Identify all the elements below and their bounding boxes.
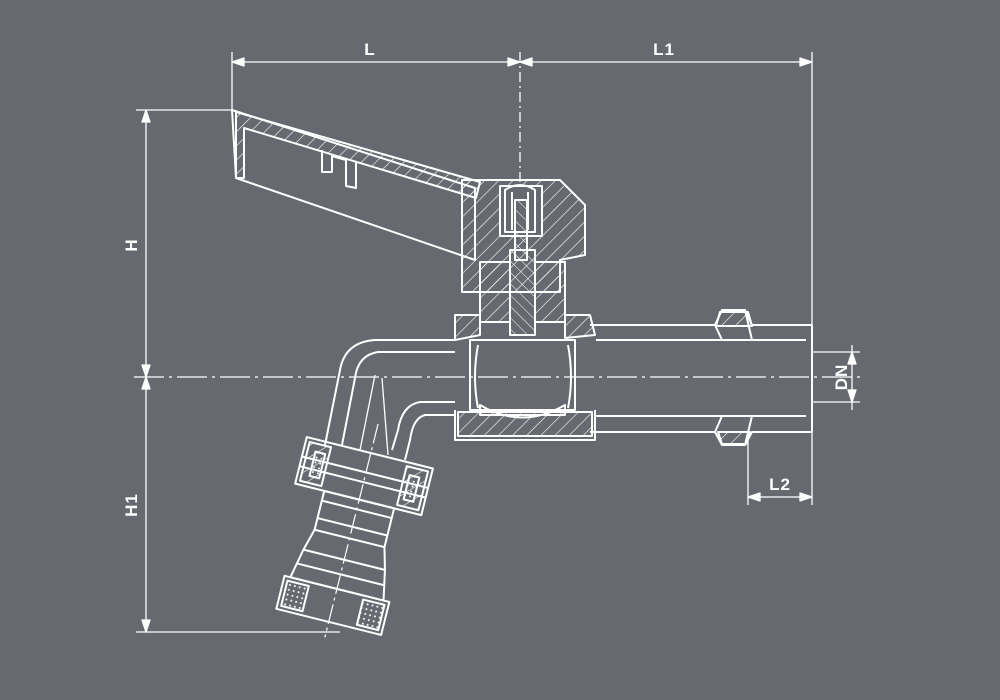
- dim-h-label: H: [122, 238, 141, 251]
- valve-body: [324, 309, 813, 461]
- dimension-labels: L L1 L2 H H1 DN: [122, 40, 851, 517]
- dimension-lines: [134, 52, 860, 633]
- dim-l-label: L: [364, 40, 375, 59]
- spout-nozzle: [275, 423, 434, 638]
- dim-dn-label: DN: [832, 364, 851, 391]
- stem-bonnet: [454, 249, 596, 341]
- dim-h1-label: H1: [122, 493, 141, 517]
- dim-l2-label: L2: [769, 475, 791, 494]
- dim-l1-label: L1: [653, 40, 675, 59]
- lever-handle: [231, 109, 481, 261]
